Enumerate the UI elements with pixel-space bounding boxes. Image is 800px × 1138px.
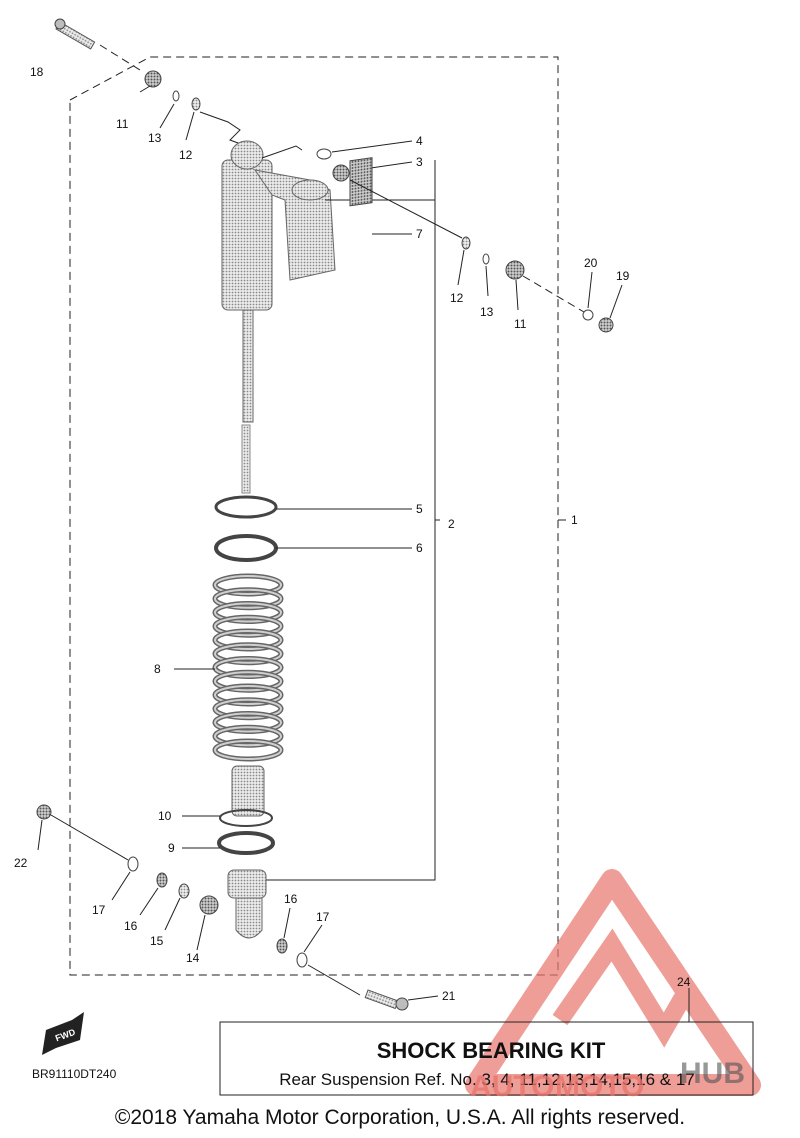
callout-14: 14 xyxy=(186,951,200,965)
collar-16-left xyxy=(156,872,168,888)
kit-title: SHOCK BEARING KIT xyxy=(377,1038,606,1063)
callout-17-right: 17 xyxy=(316,910,330,924)
washer-17-left xyxy=(127,856,139,872)
lower-clevis xyxy=(227,869,267,939)
kit-subtitle: Rear Suspension Ref. No. 3, 4, 11,12,13,… xyxy=(279,1070,695,1089)
spring-8 xyxy=(212,573,284,762)
ring-10 xyxy=(219,809,273,827)
callout-4: 4 xyxy=(416,134,423,148)
watermark-text-hub: HUB xyxy=(680,1057,745,1090)
subassembly-bracket xyxy=(265,160,436,881)
copyright-notice: ©2018 Yamaha Motor Corporation, U.S.A. A… xyxy=(115,1106,685,1129)
callout-11-right: 11 xyxy=(514,317,527,331)
bolt-21 xyxy=(364,989,409,1011)
bolt-18 xyxy=(54,18,96,50)
collar-12-upper xyxy=(191,97,201,111)
bearing-11-upper xyxy=(144,70,162,88)
callout-16-left: 16 xyxy=(124,919,138,933)
callout-21: 21 xyxy=(442,989,456,1003)
callout-3: 3 xyxy=(416,155,423,169)
callout-22: 22 xyxy=(14,856,28,870)
callout-17-left: 17 xyxy=(92,903,106,917)
callout-6: 6 xyxy=(416,541,423,555)
nut-19 xyxy=(598,317,614,333)
nut-22 xyxy=(36,804,52,820)
drawing-code: BR91110DT240 xyxy=(32,1067,117,1081)
oil-seal-4 xyxy=(316,148,332,160)
kit-box xyxy=(219,1021,754,1096)
callout-5: 5 xyxy=(416,502,423,516)
callout-2: 2 xyxy=(448,517,455,531)
fwd-arrow-icon: FWD xyxy=(42,1012,84,1055)
spring-seat-9 xyxy=(217,831,275,855)
callout-7: 7 xyxy=(416,227,423,241)
callout-8: 8 xyxy=(154,662,161,676)
bearing-11-right xyxy=(505,260,525,280)
label-7 xyxy=(349,157,373,207)
washer-20 xyxy=(582,309,594,321)
washer-17-right xyxy=(296,952,308,968)
collar-12-right xyxy=(461,236,471,250)
callout-12-upper: 12 xyxy=(179,148,193,162)
callout-12-right: 12 xyxy=(450,291,464,305)
callout-13-right: 13 xyxy=(480,305,494,319)
callout-9: 9 xyxy=(168,841,175,855)
spring-guide-6 xyxy=(214,534,278,562)
watermark-text-auto: AUTO xyxy=(470,1070,554,1103)
bearing-14 xyxy=(199,895,219,915)
callout-18: 18 xyxy=(30,65,44,79)
watermark-logo xyxy=(465,869,761,1096)
kit-ref-number: 24 xyxy=(677,975,691,989)
callout-13-upper: 13 xyxy=(148,131,162,145)
oil-seal-13-upper xyxy=(172,90,180,102)
callout-15: 15 xyxy=(150,934,164,948)
bump-stopper xyxy=(231,765,265,817)
ring-5 xyxy=(214,495,278,519)
oil-seal-13-right xyxy=(482,253,490,265)
oil-seal-15 xyxy=(178,883,190,899)
collar-16-right xyxy=(276,938,288,954)
bearing-3 xyxy=(332,164,350,182)
callout-11-upper: 11 xyxy=(116,117,129,131)
shock-body xyxy=(221,140,336,494)
watermark-text-moto: MOTO xyxy=(555,1070,644,1103)
callout-10: 10 xyxy=(158,809,172,823)
callout-20: 20 xyxy=(584,256,598,270)
callout-16-right: 16 xyxy=(284,892,298,906)
callout-1: 1 xyxy=(571,513,578,527)
callout-19: 19 xyxy=(616,269,630,283)
